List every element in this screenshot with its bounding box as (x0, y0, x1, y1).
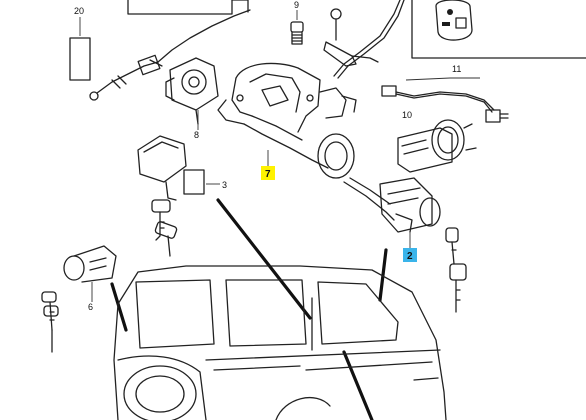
callout-7: 7 (265, 169, 271, 180)
vehicle-outline (113, 265, 447, 420)
part-3-lock-actuator[interactable]: 3 (137, 135, 227, 201)
callout-11: 11 (452, 64, 461, 74)
highlight-box-7 (261, 166, 275, 180)
callout-10: 10 (402, 110, 412, 120)
callout-2-highlight[interactable]: 2 (403, 248, 417, 262)
callout-3: 3 (222, 180, 227, 190)
cable-assembly[interactable] (89, 9, 251, 101)
release-cable[interactable] (333, 0, 405, 79)
key-fob-inset[interactable] (411, 0, 586, 59)
key-6[interactable] (41, 291, 59, 353)
part-20-label-tag[interactable]: 20 (69, 6, 91, 81)
callout-2: 2 (407, 251, 413, 262)
callout-7-highlight[interactable]: 7 (261, 150, 275, 180)
steering-lock-housing[interactable] (217, 62, 357, 179)
part-2-ignition-cylinder[interactable] (343, 177, 441, 248)
leader-lines (110, 198, 388, 420)
part-10-immobilizer-coil[interactable]: 10 (397, 110, 477, 173)
part-11-harness[interactable]: 11 (381, 64, 509, 123)
key-2[interactable] (445, 227, 467, 313)
callout-8: 8 (194, 130, 199, 140)
highlight-box-2 (403, 248, 417, 262)
callout-6: 6 (88, 302, 93, 312)
top-frame-box (127, 0, 249, 15)
callout-20: 20 (74, 6, 84, 16)
callout-9: 9 (294, 0, 299, 10)
part-6-door-cylinder[interactable]: 6 (63, 245, 117, 312)
key-3[interactable] (151, 199, 178, 257)
screw-bracket[interactable] (323, 8, 379, 67)
part-9-bolt[interactable]: 9 (290, 0, 304, 45)
part-8-ignition-switch[interactable]: 8 (165, 57, 219, 140)
